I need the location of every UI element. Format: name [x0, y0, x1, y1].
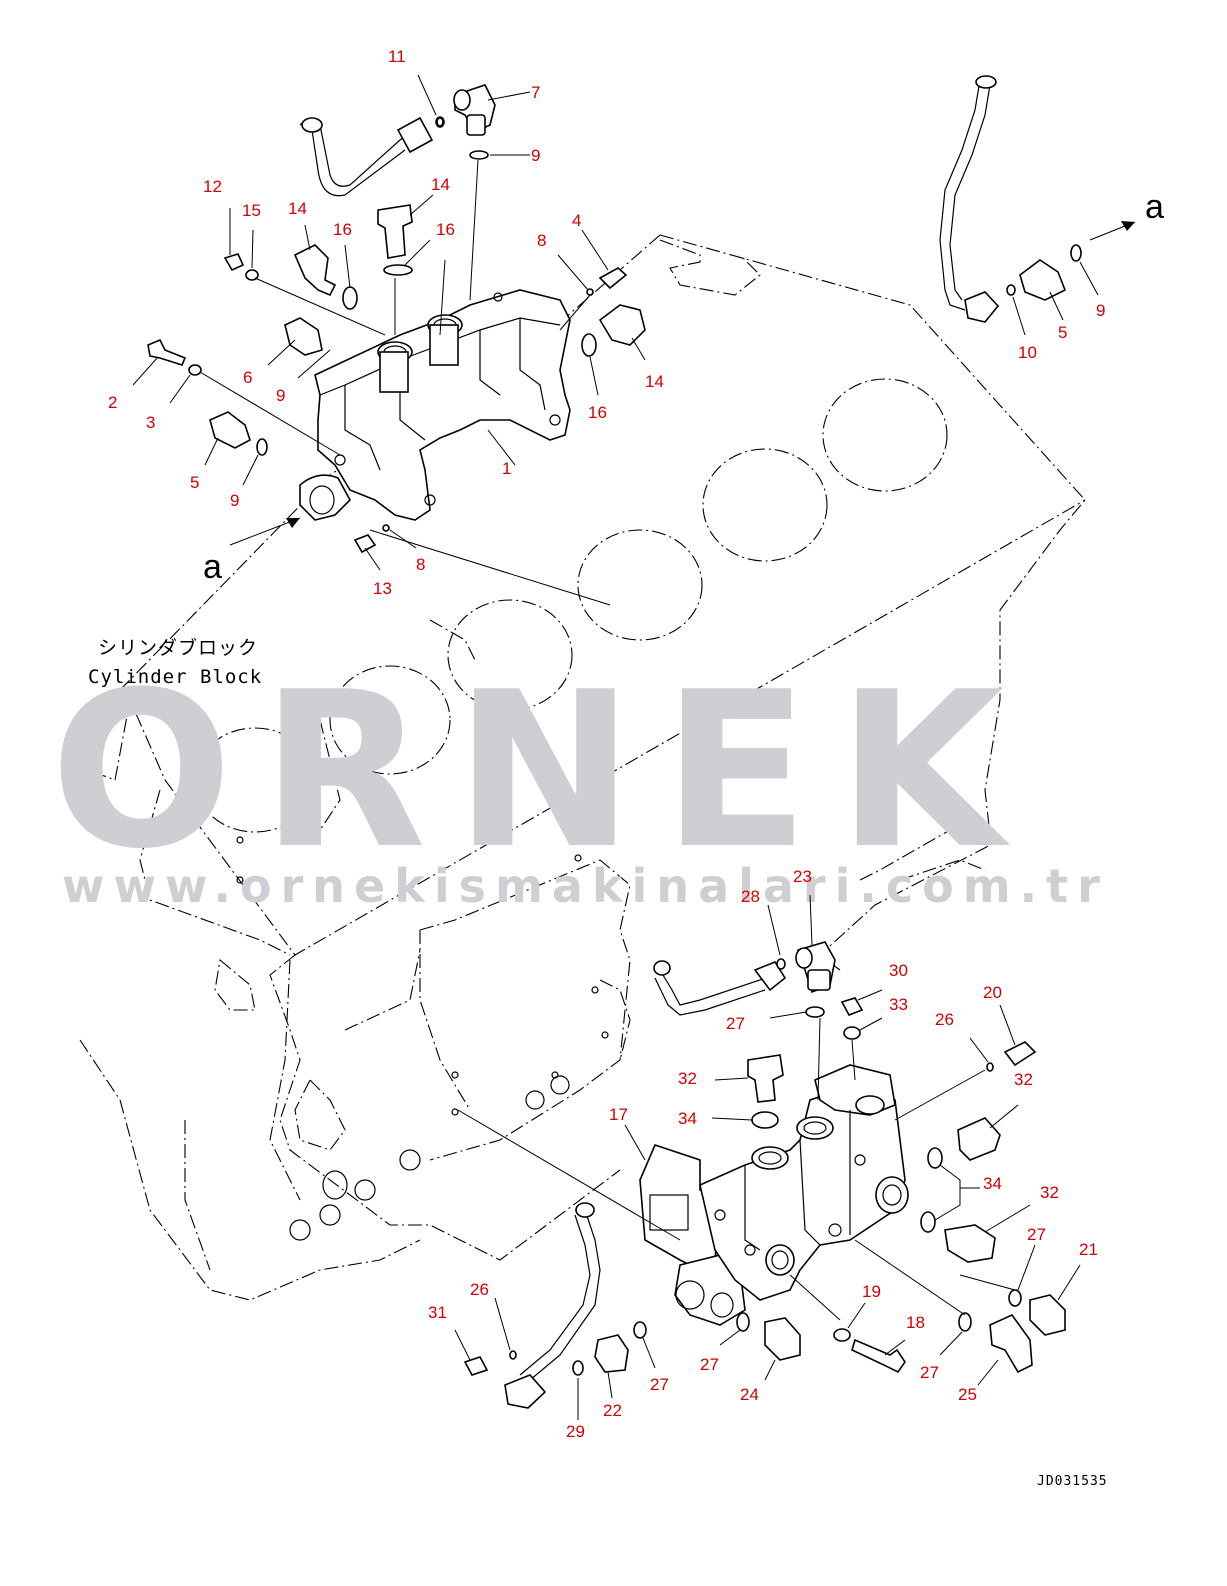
callout-27-left: 27 — [650, 1375, 669, 1394]
callout-12: 12 — [203, 177, 222, 196]
callout-32-top: 32 — [678, 1069, 697, 1088]
flow-marker-left: a — [203, 548, 222, 586]
flow-marker-right: a — [1145, 188, 1164, 226]
callout-16-left: 16 — [333, 220, 352, 239]
callout-16-top: 16 — [436, 220, 455, 239]
callout-26-left: 26 — [470, 1280, 489, 1299]
callout-27-right: 27 — [1027, 1225, 1046, 1244]
callout-27-mid: 27 — [700, 1355, 719, 1374]
watermark-logo: ORNEK — [50, 645, 1032, 896]
callout-20: 20 — [983, 983, 1002, 1002]
callout-8-bottom: 8 — [416, 555, 425, 574]
watermark-url: www.ornekismakinalari.com.tr — [62, 859, 1109, 913]
callout-33: 33 — [889, 995, 908, 1014]
callout-5-left: 5 — [190, 473, 199, 492]
callout-29: 29 — [566, 1422, 585, 1441]
callout-11: 11 — [388, 47, 406, 66]
drawing-code: JD031535 — [1037, 1474, 1108, 1489]
callout-8-top: 8 — [537, 231, 546, 250]
callout-27-bottom-right: 27 — [920, 1363, 939, 1382]
callout-14-top: 14 — [431, 175, 450, 194]
callout-32-right: 32 — [1014, 1070, 1033, 1089]
callout-6: 6 — [243, 368, 252, 387]
callout-18: 18 — [906, 1313, 925, 1332]
callout-24: 24 — [740, 1385, 759, 1404]
callout-9-right: 9 — [1096, 301, 1105, 320]
callout-32-lower: 32 — [1040, 1183, 1059, 1202]
callout-1: 1 — [502, 459, 511, 478]
callout-14-right: 14 — [645, 372, 664, 391]
callout-15: 15 — [242, 201, 261, 220]
callout-30: 30 — [889, 961, 908, 980]
callout-21: 21 — [1079, 1240, 1098, 1259]
callout-17: 17 — [609, 1105, 628, 1124]
callout-19: 19 — [862, 1282, 881, 1301]
callout-9-mid: 9 — [276, 386, 285, 405]
cylinder-block-label-en: Cylinder Block — [88, 666, 262, 688]
upper-valve-assembly — [147, 75, 1136, 606]
callout-13: 13 — [373, 579, 392, 598]
lower-valve-assembly — [457, 941, 1066, 1409]
callout-2: 2 — [108, 393, 117, 412]
callout-16-right: 16 — [588, 403, 607, 422]
callout-22: 22 — [603, 1401, 622, 1420]
callout-25: 25 — [958, 1385, 977, 1404]
callout-3: 3 — [146, 413, 155, 432]
callout-9-top: 9 — [531, 146, 540, 165]
cylinder-block-outline — [74, 234, 1086, 1301]
callout-14-left: 14 — [288, 199, 307, 218]
callout-5-right: 5 — [1058, 323, 1067, 342]
callout-26-right: 26 — [935, 1010, 954, 1029]
callout-10: 10 — [1018, 343, 1037, 362]
callout-34-right: 34 — [983, 1174, 1002, 1193]
callout-31: 31 — [428, 1303, 447, 1322]
callout-34-left: 34 — [678, 1109, 697, 1128]
callout-23: 23 — [793, 867, 812, 886]
watermark: ORNEK www.ornekismakinalari.com.tr — [50, 645, 1109, 913]
cylinder-block-label-jp: シリンダブロック — [98, 636, 258, 659]
callout-7: 7 — [531, 83, 540, 102]
callouts: 1 2 3 4 5 5 6 7 8 8 9 9 9 9 10 11 12 13 — [108, 47, 1105, 1441]
callout-9-left: 9 — [230, 491, 239, 510]
callout-28: 28 — [741, 887, 760, 906]
callout-27-top: 27 — [726, 1014, 745, 1033]
callout-4: 4 — [572, 211, 581, 230]
